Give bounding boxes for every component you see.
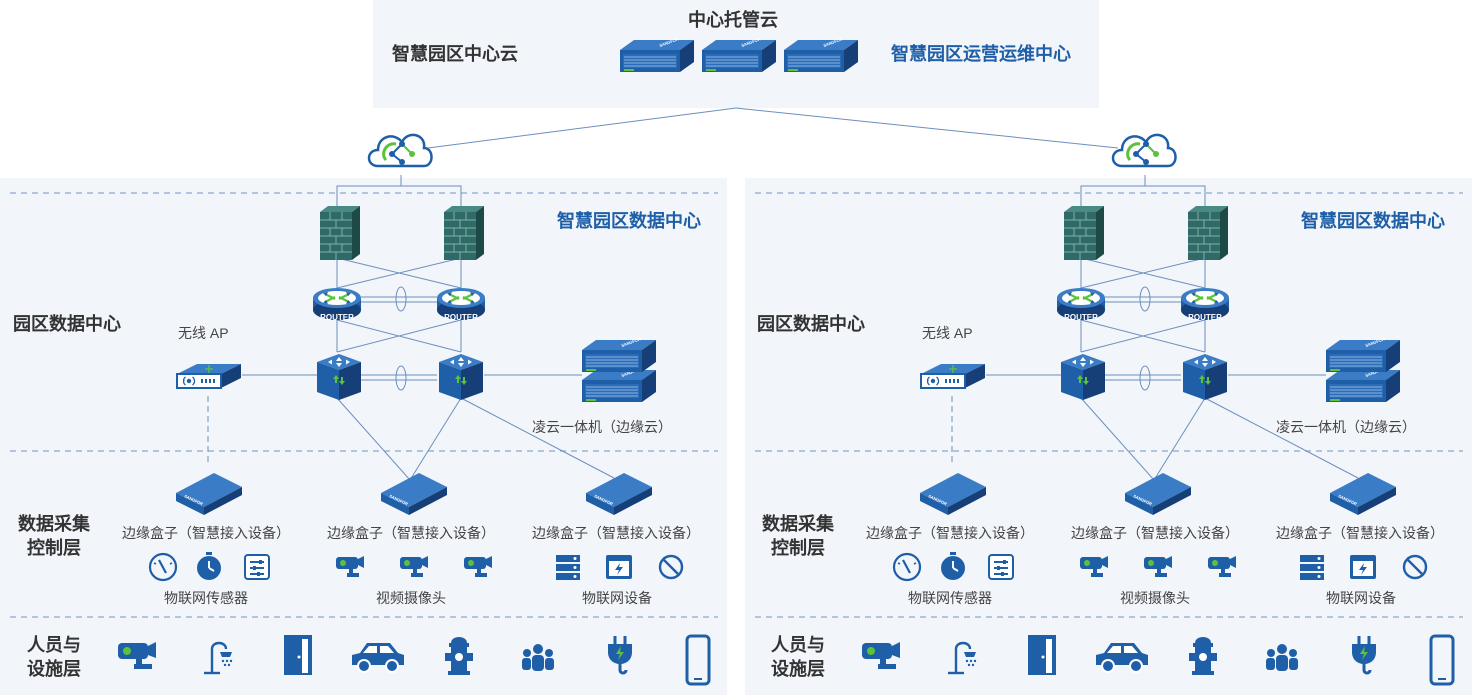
layer-label-people: 人员与 设施层 — [14, 633, 94, 681]
center-cloud-servers — [619, 35, 859, 73]
wan-links — [427, 107, 1119, 149]
layer-label-people-line2: 设施层 — [27, 659, 81, 679]
edge-cloud-label: 凌云一体机（边缘云） — [532, 419, 672, 435]
router-text: ROUTER — [444, 313, 478, 322]
router-icon: ROUTER — [1055, 286, 1107, 322]
slider-icon — [988, 554, 1014, 580]
firewall-icon — [319, 205, 361, 261]
layer-label-people-line2: 设施层 — [771, 659, 825, 679]
layer-separators — [10, 192, 1463, 618]
edge-cloud-server — [581, 335, 657, 403]
iot-sensor-label: 物联网传感器 — [908, 590, 992, 606]
firewall-icon — [443, 205, 485, 261]
control-panel-icon — [1350, 555, 1376, 579]
door-icon — [284, 635, 312, 675]
layer-label-people-line1: 人员与 — [27, 635, 81, 655]
layer-label-collect: 数据采集 控制层 — [758, 512, 838, 560]
campus-cloud-icon — [1111, 133, 1177, 168]
layer-label-collect-line1: 数据采集 — [18, 514, 90, 534]
router-text: ROUTER — [1064, 313, 1098, 322]
ap-label: 无线 AP — [178, 325, 229, 341]
operations-center-label: 智慧园区运营运维中心 — [891, 44, 1071, 64]
router-text: ROUTER — [1188, 313, 1222, 322]
edge-cloud-server — [1325, 335, 1401, 403]
slider-icon — [244, 554, 270, 580]
router-icon: ROUTER — [1179, 286, 1231, 322]
firewall-icon — [1063, 205, 1105, 261]
switch-icon — [1061, 354, 1105, 400]
iot-sensor-label: 物联网传感器 — [164, 590, 248, 606]
switch-icon — [1183, 354, 1227, 400]
campus-dc-title: 智慧园区数据中心 — [557, 211, 701, 231]
campus-right-network: ROUTER ROUTER — [862, 133, 1455, 686]
campus-cloud-icon — [367, 133, 433, 168]
center-cloud-title: 中心托管云 — [688, 10, 778, 30]
center-cloud-left-label: 智慧园区中心云 — [392, 44, 518, 64]
control-panel-icon — [606, 555, 632, 579]
layer-label-collect: 数据采集 控制层 — [14, 512, 94, 560]
firewall-icon — [1187, 205, 1229, 261]
edge-box-label: 边缘盒子（智慧接入设备） — [327, 525, 495, 541]
switch-icon — [439, 354, 483, 400]
video-camera-label: 视频摄像头 — [376, 590, 446, 606]
layer-label-datacenter: 园区数据中心 — [13, 314, 121, 334]
edge-box-label: 边缘盒子（智慧接入设备） — [1071, 525, 1239, 541]
ap-label: 无线 AP — [922, 325, 973, 341]
door-icon — [1028, 635, 1056, 675]
layer-label-collect-line2: 控制层 — [27, 538, 81, 558]
layer-label-collect-line2: 控制层 — [771, 538, 825, 558]
layer-label-collect-line1: 数据采集 — [762, 514, 834, 534]
layer-label-people-line1: 人员与 — [771, 635, 825, 655]
edge-box-label: 边缘盒子（智慧接入设备） — [532, 525, 700, 541]
switch-icon — [317, 354, 361, 400]
video-camera-label: 视频摄像头 — [1120, 590, 1190, 606]
router-icon: ROUTER — [435, 286, 487, 322]
campus-dc-title: 智慧园区数据中心 — [1301, 211, 1445, 231]
edge-box-label: 边缘盒子（智慧接入设备） — [122, 525, 290, 541]
edge-box-label: 边缘盒子（智慧接入设备） — [1276, 525, 1444, 541]
iot-device-label: 物联网设备 — [1326, 590, 1396, 606]
edge-cloud-label: 凌云一体机（边缘云） — [1276, 419, 1416, 435]
layer-label-people: 人员与 设施层 — [758, 633, 838, 681]
edge-box-label: 边缘盒子（智慧接入设备） — [866, 525, 1034, 541]
server-icon — [556, 555, 580, 580]
layer-label-datacenter: 园区数据中心 — [757, 314, 865, 334]
campus-left-network: ROUTER ROUTER — [118, 133, 711, 686]
router-text: ROUTER — [320, 313, 354, 322]
router-icon: ROUTER — [311, 286, 363, 322]
iot-device-label: 物联网设备 — [582, 590, 652, 606]
server-icon — [1300, 555, 1324, 580]
